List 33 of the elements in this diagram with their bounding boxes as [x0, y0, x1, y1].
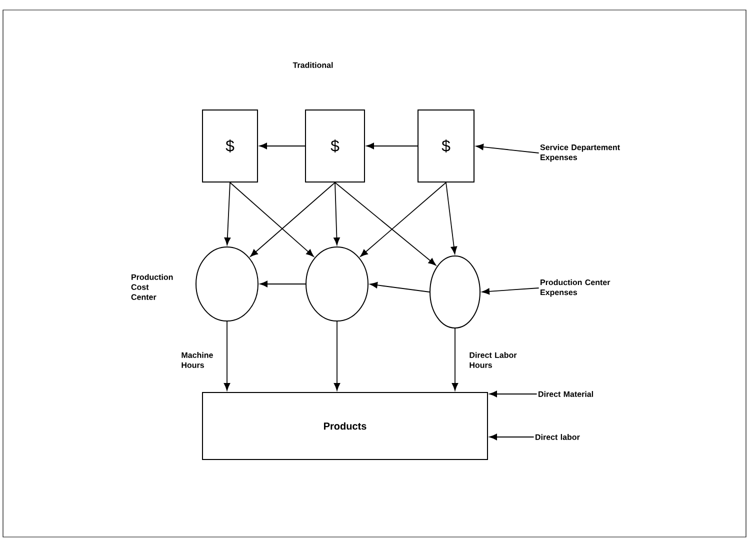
- arrow: [366, 142, 418, 150]
- arrow: [476, 144, 540, 154]
- dollar-box: $: [418, 110, 474, 182]
- arrow: [370, 282, 430, 292]
- arrow: [259, 142, 306, 150]
- arrow: [482, 288, 540, 295]
- side-label: Production Cost Center: [131, 274, 173, 300]
- arrow: [334, 182, 436, 266]
- arrow: [224, 321, 230, 391]
- dollar-box: $: [202, 110, 258, 182]
- arrow: [230, 182, 314, 257]
- cost-center-ellipse: [430, 256, 480, 328]
- note-text: Direct Material: [538, 391, 593, 397]
- arrow: [224, 182, 231, 246]
- note-text: Production Center Expenses: [540, 279, 610, 297]
- arrow: [489, 434, 534, 440]
- edge-label: Direct Labor Hours: [470, 352, 517, 368]
- arrow: [334, 321, 340, 391]
- note-text: Service Departement Expenses: [540, 144, 620, 162]
- title: Traditional: [292, 62, 333, 68]
- arrow: [334, 182, 340, 246]
- arrow: [452, 328, 458, 391]
- arrow: [260, 280, 306, 288]
- dollar-box: $: [305, 110, 365, 182]
- note-text: Direct labor: [536, 434, 580, 440]
- arrow: [489, 390, 538, 398]
- products-box: Products: [202, 392, 488, 460]
- edge-label: Machine Hours: [182, 352, 213, 368]
- arrow: [360, 182, 446, 257]
- arrow: [250, 182, 336, 257]
- cost-center-ellipse: [196, 246, 258, 322]
- arrow: [446, 182, 458, 254]
- cost-center-ellipse: [306, 246, 368, 322]
